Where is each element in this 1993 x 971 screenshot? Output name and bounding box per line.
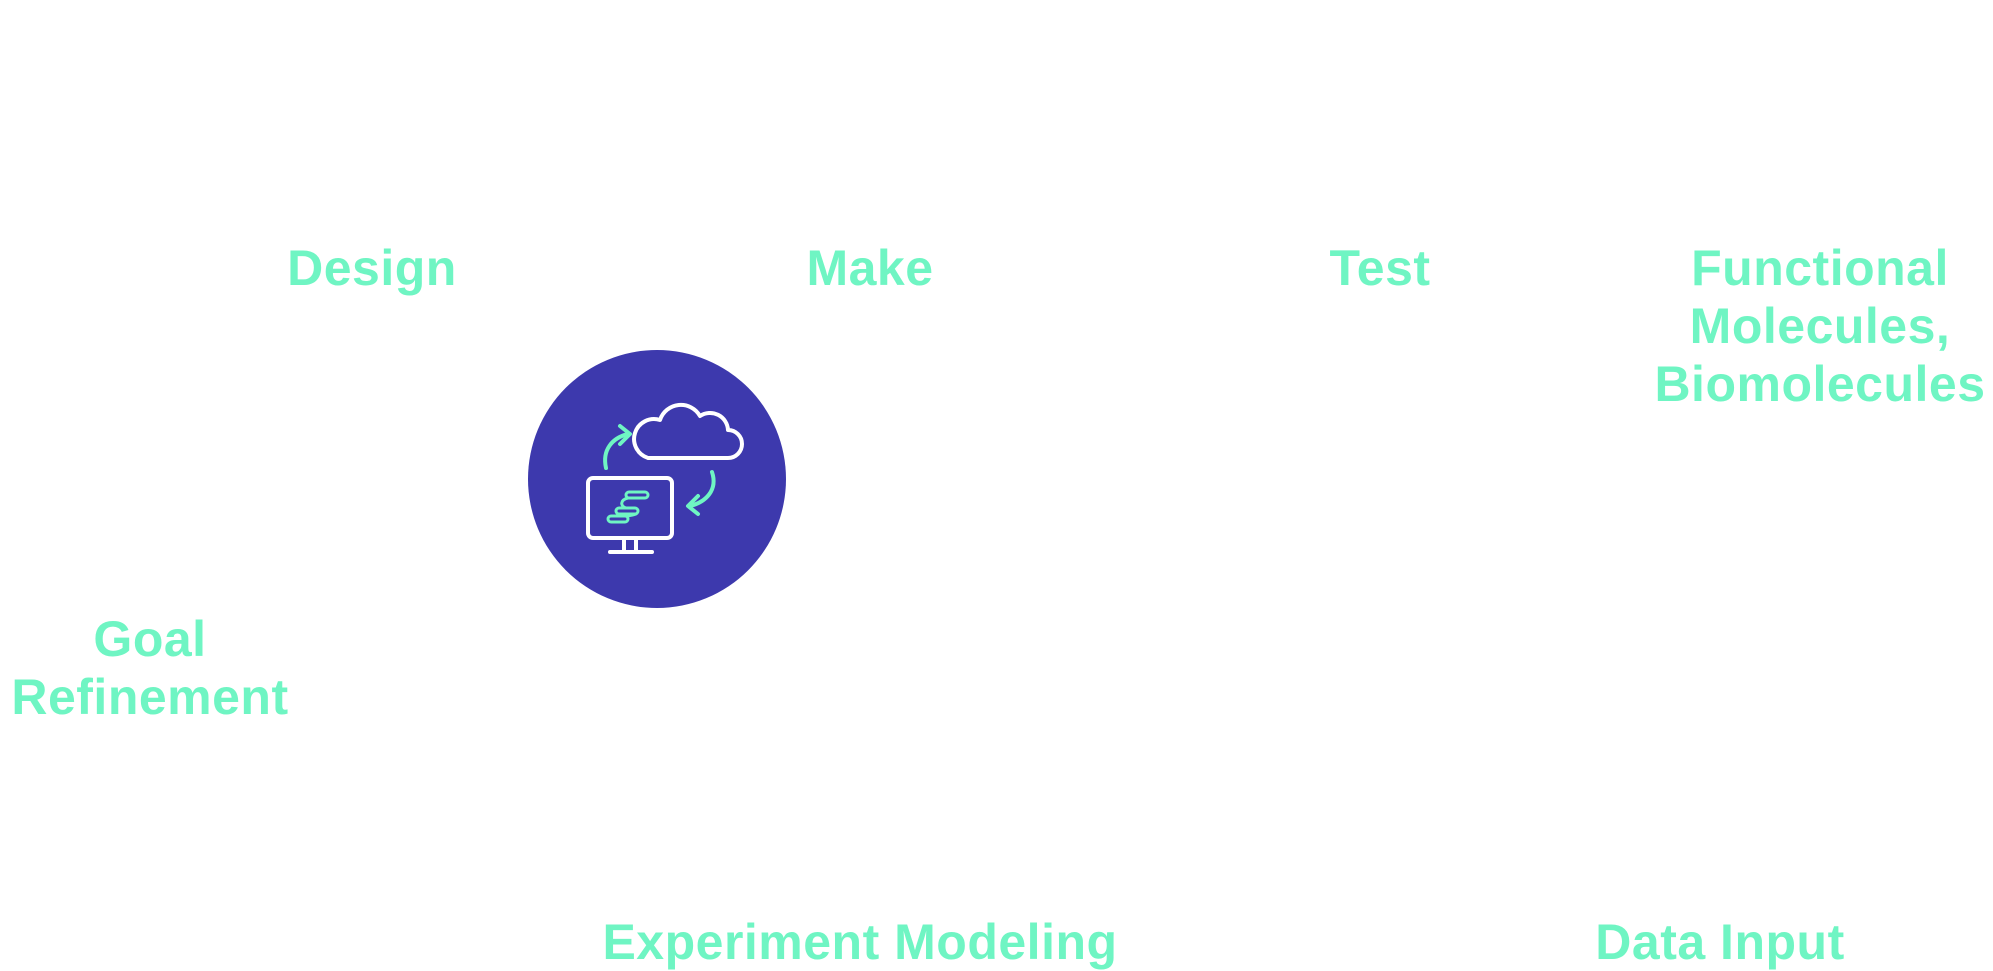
workflow-icon: [606, 490, 650, 524]
label-functional-line-2: Molecules,: [1689, 298, 1951, 354]
label-make: Make: [806, 240, 934, 296]
cloud-icon: [632, 402, 744, 460]
cycle-arrow-icon: [688, 470, 716, 508]
label-functional-line-3: Biomolecules: [1654, 356, 1986, 412]
label-design: Design: [287, 240, 457, 296]
label-data-input: Data Input: [1595, 914, 1845, 970]
cloud-compute-icon: [586, 402, 744, 554]
label-goal-line-2: Refinement: [11, 669, 289, 725]
label-goal-refinement: Goal Refinement: [0, 610, 300, 726]
hub-circle: [528, 350, 786, 608]
label-functional-line-1: Functional: [1691, 240, 1949, 296]
label-functional-molecules: Functional Molecules, Biomolecules: [1620, 239, 1993, 413]
label-experiment-modeling: Experiment Modeling: [602, 914, 1118, 970]
label-goal-line-1: Goal: [93, 611, 207, 667]
monitor-icon: [586, 476, 674, 540]
cycle-arrow-icon: [603, 432, 630, 470]
label-test: Test: [1329, 240, 1431, 296]
